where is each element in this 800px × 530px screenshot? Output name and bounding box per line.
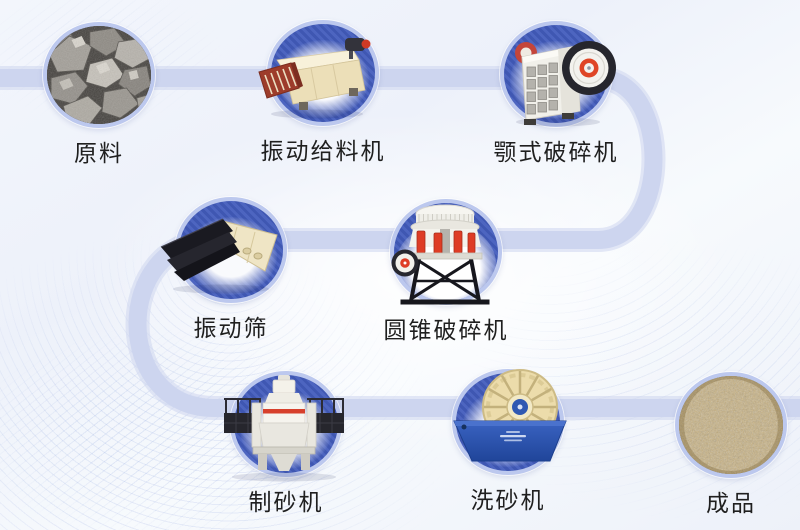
station-label: 圆锥破碎机: [383, 317, 509, 343]
station-sand-maker: 制砂机: [224, 371, 344, 515]
finished-product-circle: [675, 372, 787, 478]
jaw-crusher-icon: [515, 41, 616, 127]
station-label: 洗砂机: [470, 487, 546, 513]
vibrating-feeder-icon: [258, 38, 371, 119]
station-label: 成品: [706, 490, 756, 516]
station-label: 原料: [74, 140, 124, 166]
station-label: 振动给料机: [260, 138, 386, 164]
vibrating-screen-icon: [160, 218, 278, 294]
station-cone-crusher: 圆锥破碎机: [384, 199, 507, 343]
raw-material-circle: [43, 22, 155, 128]
sand-maker-icon: [224, 375, 344, 482]
station-raw-material: 原料: [43, 22, 155, 166]
station-vibrating-feeder: 振动给料机: [258, 20, 384, 164]
cone-crusher-icon: [391, 204, 490, 305]
station-finished-product: 成品: [675, 372, 787, 516]
station-label: 颚式破碎机: [493, 139, 619, 165]
station-vibrating-screen: 振动筛: [160, 197, 287, 341]
station-label: 制砂机: [248, 489, 324, 515]
rock-pile-photo-icon: [47, 26, 151, 124]
station-sand-washer: 洗砂机: [452, 369, 567, 513]
sand-washer-icon: [453, 369, 567, 462]
station-jaw-crusher: 颚式破碎机: [494, 21, 617, 165]
sand-photo-icon: [679, 376, 783, 474]
station-label: 振动筛: [193, 315, 269, 341]
